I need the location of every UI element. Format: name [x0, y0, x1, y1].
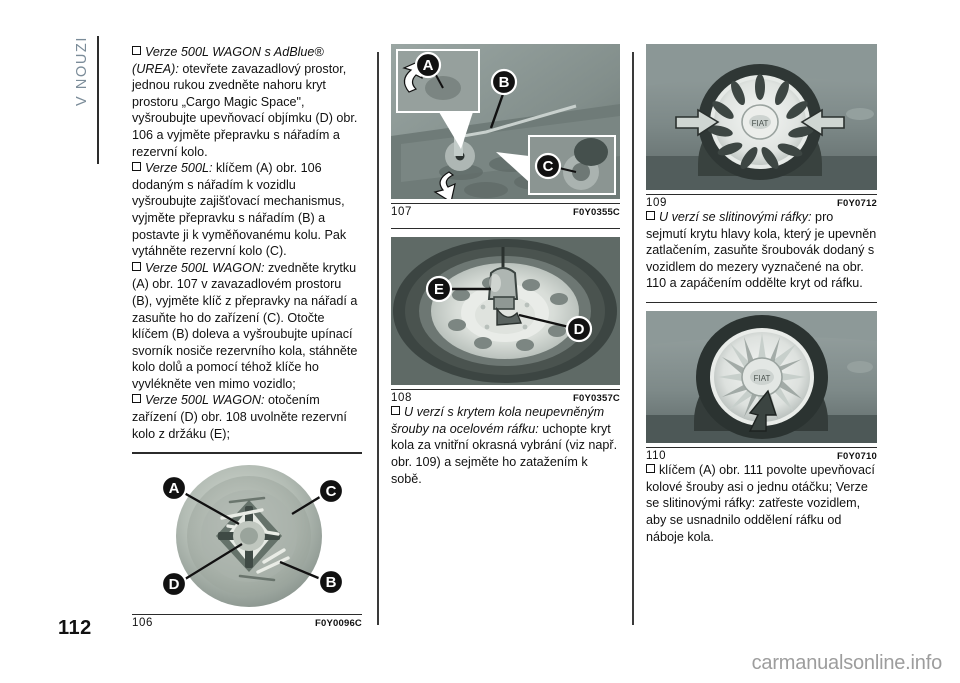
bullet-square-icon	[391, 406, 400, 416]
figure-107-caption: 107 F0Y0355C	[391, 203, 620, 218]
figure-106-callout-a: A	[160, 474, 188, 501]
figure-109-arrow-left	[675, 108, 720, 137]
figure-110-code: F0Y0710	[837, 451, 877, 463]
bullet-square-icon	[132, 261, 141, 271]
figure-108-caption: 108 F0Y0357C	[391, 389, 620, 404]
figure-110-image: FIAT	[646, 311, 877, 444]
paragraph-adblue-text: otevřete zavazadlový prostor, jednou ruk…	[132, 61, 358, 159]
figure-110-arrow	[748, 389, 777, 432]
paragraph-adblue-lead: Verze 500L WAGON s AdBlue® (UREA):	[132, 45, 324, 76]
figure-109-image: FIAT	[646, 44, 877, 190]
figure-110-caption: 110 F0Y0710	[646, 447, 877, 462]
paragraph-500l-lead: Verze 500L:	[145, 161, 213, 176]
running-head-tab: V NOUZI	[58, 36, 104, 166]
bullet-square-icon	[646, 464, 655, 474]
figure-106-code: F0Y0096C	[314, 617, 362, 629]
column-middle: A B C 107 F0Y0355C	[391, 44, 620, 487]
figure-108: E D 108 F0Y0357C	[391, 228, 620, 404]
figure-106: A C D B 106 F0Y0096C	[132, 452, 362, 629]
svg-text:C: C	[543, 158, 554, 175]
svg-text:D: D	[574, 321, 585, 338]
svg-text:E: E	[434, 281, 444, 298]
bullet-square-icon	[132, 162, 141, 172]
svg-text:D: D	[169, 576, 180, 593]
figure-110: FIAT 110 F0Y0710	[646, 301, 877, 462]
figure-107-callout-c: C	[534, 152, 562, 180]
watermark: carmanualsonline.info	[751, 652, 943, 674]
figure-108-top-rule	[391, 228, 620, 230]
paragraph-steel-rim-text: uchopte kryt kola za vnitřní okrasná vyb…	[391, 421, 618, 486]
running-head-label: V NOUZI	[74, 36, 90, 107]
paragraph-wagon-1-lead: Verze 500L WAGON:	[145, 260, 265, 275]
figure-108-code: F0Y0357C	[572, 393, 620, 405]
paragraph-wagon-2-text: otočením zařízení (D) obr. 108 uvolněte …	[132, 393, 347, 441]
paragraph-steel-rim-lead: U verzí s krytem kola neupevněným šrouby…	[391, 405, 605, 436]
figure-108-callout-d: D	[518, 314, 593, 343]
paragraph-alloy-rim-lead: U verzí se slitinovými ráfky:	[659, 210, 812, 224]
svg-text:A: A	[169, 480, 180, 497]
svg-text:B: B	[326, 574, 337, 591]
paragraph-steel-rim: U verzí s krytem kola neupevněným šrouby…	[391, 404, 620, 487]
bullet-square-icon	[646, 211, 655, 220]
paragraph-500l: Verze 500L: klíčem (A) obr. 106 dodaným …	[132, 160, 362, 260]
bullet-square-icon	[132, 46, 141, 55]
running-head-rule	[97, 36, 99, 164]
figure-107-callout-b: B	[489, 68, 518, 129]
svg-text:C: C	[326, 483, 337, 500]
column-divider-2	[632, 52, 634, 625]
figure-109-arrow-right	[800, 108, 845, 137]
bullet-square-icon	[132, 394, 141, 404]
figure-109-code: F0Y0712	[837, 198, 877, 209]
paragraph-loosen-bolts: klíčem (A) obr. 111 povolte upevňovací k…	[646, 462, 877, 545]
figure-109: FIAT 109 F0Y0712	[646, 44, 877, 209]
paragraph-alloy-rim: U verzí se slitinovými ráfky: pro sejmut…	[646, 209, 877, 292]
paragraph-wagon-2: Verze 500L WAGON: otočením zařízení (D) …	[132, 392, 362, 442]
paragraph-wagon-2-lead: Verze 500L WAGON:	[145, 393, 265, 408]
paragraph-wagon-1-text: zvedněte krytku (A) obr. 107 v zavazadlo…	[132, 260, 358, 391]
figure-108-callout-e: E	[425, 276, 491, 303]
svg-text:B: B	[499, 74, 510, 91]
figure-110-top-rule	[646, 301, 877, 304]
figure-107-code: F0Y0355C	[572, 207, 620, 218]
figure-107-number: 107	[391, 206, 412, 218]
figure-106-callout-c: C	[317, 477, 345, 504]
figure-109-number: 109	[646, 197, 667, 209]
figure-107-image: A B C	[391, 44, 620, 199]
column-left: Verze 500L WAGON s AdBlue® (UREA): otevř…	[132, 44, 362, 629]
svg-text:FIAT: FIAT	[754, 374, 771, 383]
column-divider-1	[377, 52, 379, 625]
svg-text:FIAT: FIAT	[752, 119, 769, 128]
figure-108-number: 108	[391, 392, 412, 405]
figure-108-image: E D	[391, 237, 620, 386]
page-number: 112	[58, 617, 92, 639]
paragraph-loosen-bolts-text: klíčem (A) obr. 111 povolte upevňovací k…	[646, 463, 875, 544]
figure-106-image: A C D B	[132, 461, 362, 610]
paragraph-adblue: Verze 500L WAGON s AdBlue® (UREA): otevř…	[132, 44, 362, 160]
figure-106-callout-d: D	[160, 570, 188, 597]
paragraph-alloy-rim-text: pro sejmutí krytu hlavy kola, který je u…	[646, 210, 877, 291]
svg-text:A: A	[423, 57, 434, 74]
figure-110-number: 110	[646, 450, 667, 463]
figure-106-top-rule	[132, 452, 362, 454]
figure-109-caption: 109 F0Y0712	[646, 194, 877, 209]
column-right: FIAT 109 F0Y0712 U verzí se slitinovými …	[646, 44, 877, 545]
figure-107: A B C 107 F0Y0355C	[391, 44, 620, 218]
figure-106-number: 106	[132, 616, 153, 629]
paragraph-500l-text: klíčem (A) obr. 106 dodaným s nářadím k …	[132, 161, 347, 259]
figure-107-callout-a: A	[414, 51, 442, 79]
figure-106-caption: 106 F0Y0096C	[132, 613, 362, 629]
paragraph-wagon-1: Verze 500L WAGON: zvedněte krytku (A) ob…	[132, 260, 362, 393]
figure-106-callout-b: B	[317, 568, 345, 595]
